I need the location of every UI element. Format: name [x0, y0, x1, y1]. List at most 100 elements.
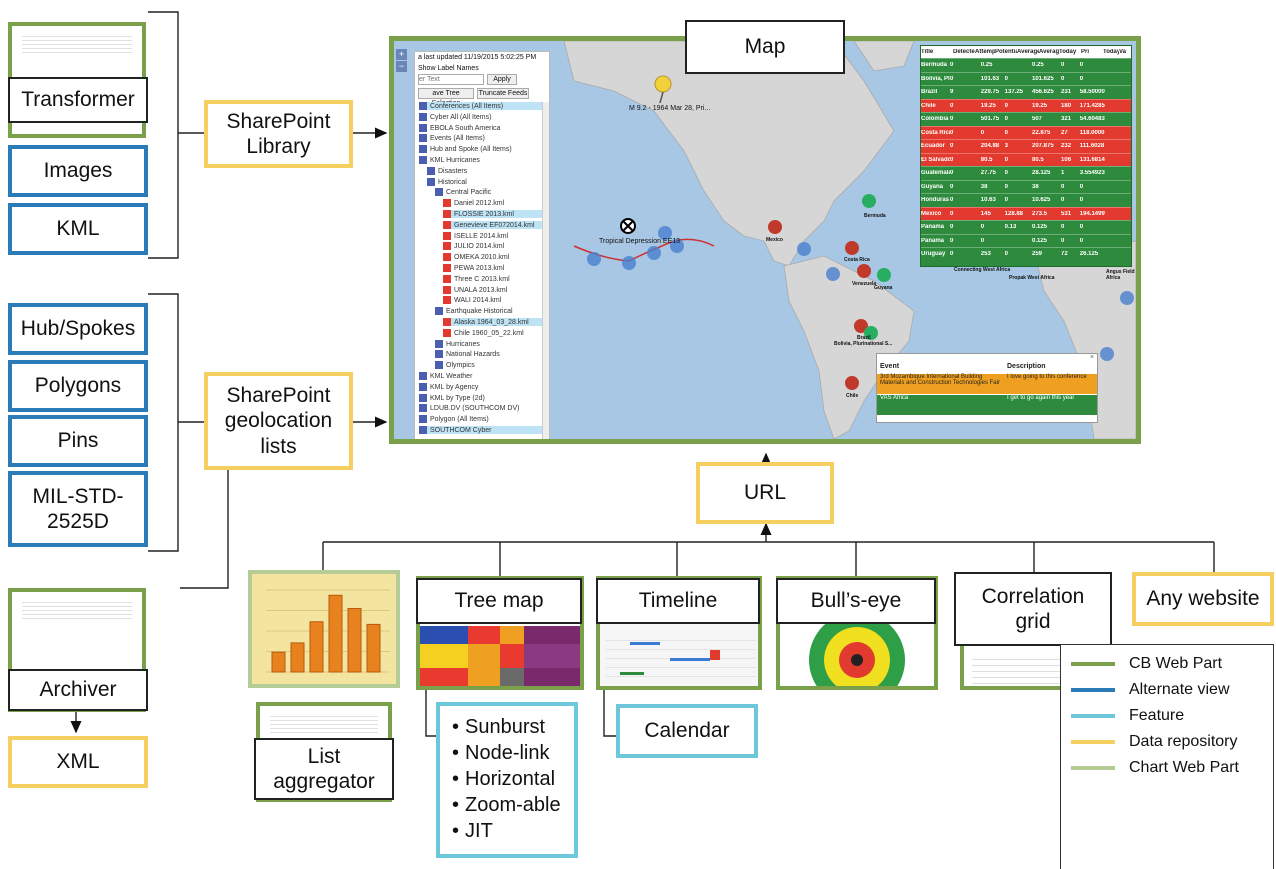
tree-item[interactable]: Conferences (All Items): [419, 102, 543, 110]
map-pin-red-chile[interactable]: [845, 376, 859, 390]
tree-item[interactable]: Alaska 1964_03_28.kml: [443, 318, 543, 326]
tree-item[interactable]: Polygon (All Items): [419, 415, 543, 424]
truncate-button[interactable]: Truncate Feeds: [477, 88, 529, 99]
zoom-out-button[interactable]: −: [396, 61, 407, 72]
table-header-cell: Pri: [1081, 49, 1090, 55]
close-icon[interactable]: ×: [1089, 354, 1094, 361]
tree-item[interactable]: UNALA 2013.kml: [443, 285, 543, 294]
tree-item-label: Alaska 1964_03_28.kml: [454, 318, 529, 326]
tree-item[interactable]: Earthquake Historical: [435, 307, 543, 316]
apply-button[interactable]: Apply: [487, 74, 517, 85]
tree-item-label: Chile 1960_05_22.kml: [454, 329, 524, 337]
table-cell-name: El Salvador: [921, 156, 950, 163]
pushpin-icon[interactable]: [654, 75, 672, 104]
map-web-part: M 9.2 - 1964 Mar 28, Pri... Tropical Dep…: [389, 36, 1141, 444]
event-row[interactable]: VAS Africa I get to go again this year: [877, 395, 1097, 415]
tree-item[interactable]: FLOSSIE 2013.kml: [443, 210, 543, 218]
tree-item[interactable]: LDUB.DV (SOUTHCOM DV): [419, 404, 543, 413]
hub-spokes-view: Hub/Spokes: [8, 303, 148, 355]
legend-swatch: [1071, 714, 1115, 718]
tree-item[interactable]: KML by Agency: [419, 382, 543, 391]
layer-icon: [419, 145, 427, 154]
layer-tree-list: Conferences (All Items) Cyber All (All It…: [415, 102, 543, 439]
tree-item[interactable]: WALI 2014.kml: [443, 296, 543, 305]
table-cell: 0: [1004, 197, 1009, 204]
map-pin-green-bolivia[interactable]: [864, 326, 878, 340]
tree-item[interactable]: Genevieve EF072014.kml: [443, 220, 543, 229]
tree-item[interactable]: Daniel 2012.kml: [443, 199, 543, 208]
table-header-row: TitleDetectedAttemptPotentialAverageAver…: [921, 46, 1131, 58]
tree-item[interactable]: KML Hurricanes: [419, 156, 543, 164]
timeline-label: Timeline: [596, 578, 760, 624]
tree-item[interactable]: PEWA 2013.kml: [443, 264, 543, 272]
tree-item[interactable]: OMEKA 2010.kml: [443, 253, 543, 262]
pins-text: Pins: [57, 429, 99, 453]
table-cell: 0: [950, 102, 954, 109]
map-pin-red-brazil[interactable]: [854, 319, 868, 333]
table-cell: 101.63: [980, 75, 1000, 82]
tree-item[interactable]: Three C 2013.kml: [443, 274, 543, 283]
tree-item-label: KML Hurricanes: [430, 156, 480, 164]
map-pin-green-guyana[interactable]: [877, 268, 891, 282]
table-cell: 0: [950, 224, 954, 231]
zoom-in-button[interactable]: +: [396, 49, 407, 60]
table-cell-name: Guyana: [921, 183, 944, 190]
table-cell: 232: [1061, 143, 1072, 150]
tree-item[interactable]: Central Pacific: [435, 188, 543, 197]
table-cell-name: Panama: [921, 224, 945, 231]
images-text: Images: [43, 159, 113, 183]
show-label-text: Show Label Names: [418, 65, 479, 72]
cluster-marker[interactable]: [587, 226, 1134, 361]
layer-icon: [419, 404, 427, 413]
layer-icon: [435, 350, 443, 359]
tree-item[interactable]: Hub and Spoke (All Items): [419, 145, 543, 154]
tree-item[interactable]: Events (All Items): [419, 134, 543, 143]
tree-item[interactable]: Historical: [427, 177, 543, 186]
tree-scrollbar[interactable]: [542, 102, 549, 439]
hurricane-icon[interactable]: [620, 218, 636, 234]
map-canvas: [563, 41, 1136, 439]
tree-item[interactable]: ISELLE 2014.kml: [443, 231, 543, 240]
layer-icon: [443, 231, 451, 240]
filter-input[interactable]: [418, 74, 484, 85]
tree-item[interactable]: EBOLA South America: [419, 123, 543, 132]
legend-item-alternate-view: Alternate view: [1071, 681, 1230, 699]
tree-item[interactable]: Chile 1960_05_22.kml: [443, 328, 543, 337]
event-row[interactable]: 3rd Mozambique International Building Ma…: [877, 374, 1097, 394]
map-pin-red-venezuela[interactable]: [857, 264, 871, 278]
map-pin-red-mexico[interactable]: [768, 220, 782, 234]
layer-icon: [435, 339, 443, 348]
place-label: Mexico: [766, 237, 783, 243]
tree-item[interactable]: Disasters: [427, 166, 543, 175]
tree-item[interactable]: Olympics: [435, 361, 543, 370]
table-row[interactable]: Bolivia, Plurination State of0101.630101…: [921, 71, 1131, 85]
tree-item-label: Events (All Items): [430, 135, 485, 143]
map-pin-green-bermuda[interactable]: [862, 194, 876, 208]
tree-item[interactable]: Cyber All (All Items): [419, 112, 543, 121]
legend-item-chart-web-part: Chart Web Part: [1071, 759, 1239, 777]
tree-item[interactable]: SOUTHCOM Cyber: [419, 426, 543, 434]
tree-item[interactable]: KML by Type (2d): [419, 393, 543, 402]
tree-item[interactable]: KML Weather: [419, 372, 543, 380]
save-tree-button[interactable]: ave Tree Selection: [418, 88, 474, 107]
tree-item[interactable]: National Hazards: [435, 350, 543, 359]
tree-item[interactable]: JULIO 2014.kml: [443, 242, 543, 251]
map-pin-red-costarica[interactable]: [845, 241, 859, 255]
tree-item[interactable]: Hurricanes: [435, 339, 543, 348]
table-cell-name: Costa Rica: [921, 129, 951, 136]
table-cell: 72: [1061, 251, 1068, 258]
